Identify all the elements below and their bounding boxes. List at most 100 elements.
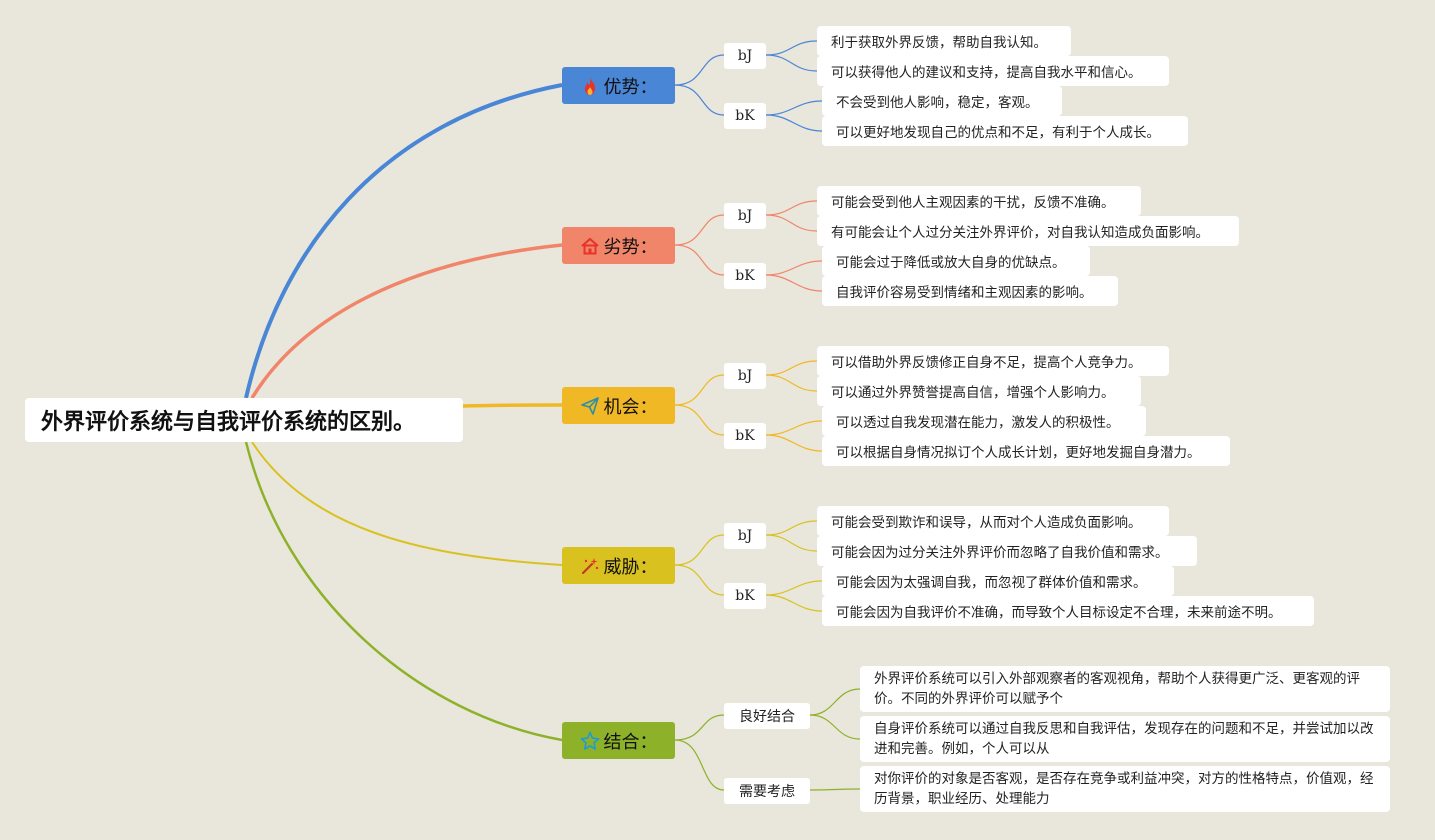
sub-topic-label: bK [735,428,755,444]
leaf-topic[interactable]: 自我评价容易受到情绪和主观因素的影响。 [822,276,1118,306]
root-topic[interactable]: 外界评价系统与自我评价系统的区别。 [25,398,463,442]
leaf-label: 可能会因为自我评价不准确，而导致个人目标设定不合理，未来前途不明。 [836,605,1282,621]
branch-threat[interactable]: 威胁： [562,547,675,584]
sub-topic-bJ[interactable]: bJ [724,43,766,69]
leaf-topic[interactable]: 可以通过外界赞誉提高自信，增强个人影响力。 [817,376,1141,406]
leaf-topic[interactable]: 可以透过自我发现潜在能力，激发人的积极性。 [822,406,1146,436]
leaf-connector [765,200,818,216]
branch-label: 劣势： [603,236,658,258]
leaf-label: 可以获得他人的建议和支持，提高自我水平和信心。 [831,65,1142,81]
sub-topic-bJ[interactable]: bJ [724,523,766,549]
leaf-label: 利于获取外界反馈，帮助自我认知。 [831,35,1047,51]
sub-topic-label: 需要考虑 [739,784,795,800]
leaf-connector [809,788,861,791]
leaf-connector [765,580,823,596]
leaf-connector [765,114,823,132]
leaf-connector [765,520,818,536]
sub-topic-needs-consideration[interactable]: 需要考虑 [724,778,810,804]
sub-topic-bK[interactable]: bK [724,583,766,609]
sub-topic-label: bK [735,588,755,604]
branch-label: 优势： [603,76,658,98]
leaf-connector [765,260,823,276]
root-connector [250,243,563,399]
leaf-connector [765,274,823,292]
leaf-topic[interactable]: 可能会受到欺诈和误导，从而对个人造成负面影响。 [817,506,1169,536]
branch-disadvantage[interactable]: 劣势： [562,227,675,264]
leaf-label: 外界评价系统可以引入外部观察者的客观视角，帮助个人获得更广泛、更客观的评价。不同… [874,671,1360,707]
leaf-label: 自我评价容易受到情绪和主观因素的影响。 [836,285,1093,301]
branch-connector [674,244,725,276]
branch-connector [674,564,725,596]
leaf-topic[interactable]: 可能会因为太强调自我，而忽视了群体价值和需求。 [822,566,1174,596]
sub-topic-label: bJ [737,208,753,224]
branch-connector [674,404,725,436]
leaf-label: 不会受到他人影响，稳定，客观。 [836,95,1039,111]
leaf-label: 可以更好地发现自己的优点和不足，有利于个人成长。 [836,125,1160,141]
sub-topic-bJ[interactable]: bJ [724,363,766,389]
branch-connector [674,534,725,566]
root-connector [462,403,563,408]
sub-topic-bK[interactable]: bK [724,103,766,129]
branch-label: 威胁： [603,556,658,578]
star-icon [580,731,600,751]
leaf-connector [765,374,818,392]
branch-connector [674,84,725,116]
root-connector [251,441,563,566]
leaf-label: 可以借助外界反馈修正自身不足，提高个人竞争力。 [831,355,1142,371]
branch-opportunity[interactable]: 机会： [562,387,675,424]
leaf-connector [765,420,823,436]
leaf-label: 可以根据自身情况拟订个人成长计划，更好地发掘自身潜力。 [836,445,1201,461]
leaf-topic[interactable]: 不会受到他人影响，稳定，客观。 [822,86,1062,116]
branch-connector [674,54,725,86]
leaf-label: 可能会因为过分关注外界评价而忽略了自我价值和需求。 [831,545,1169,561]
leaf-label: 对你评价的对象是否客观，是否存在竞争或利益冲突，对方的性格特点，价值观，经历背景… [874,771,1374,807]
leaf-label: 可能会因为太强调自我，而忽视了群体价值和需求。 [836,575,1147,591]
leaf-topic[interactable]: 可能会受到他人主观因素的干扰，反馈不准确。 [817,186,1141,216]
sub-topic-bK[interactable]: bK [724,423,766,449]
leaf-topic[interactable]: 可以根据自身情况拟订个人成长计划，更好地发掘自身潜力。 [822,436,1230,466]
leaf-label: 可以通过外界赞誉提高自信，增强个人影响力。 [831,385,1115,401]
root-topic-label: 外界评价系统与自我评价系统的区别。 [41,410,416,435]
sub-topic-label: bJ [737,368,753,384]
leaf-topic[interactable]: 有可能会让个人过分关注外界评价，对自我认知造成负面影响。 [817,216,1239,246]
leaf-label: 可以透过自我发现潜在能力，激发人的积极性。 [836,415,1120,431]
leaf-topic[interactable]: 外界评价系统可以引入外部观察者的客观视角，帮助个人获得更广泛、更客观的评价。不同… [860,666,1390,712]
house-icon [580,236,600,256]
root-connector [244,83,563,399]
leaf-connector [765,434,823,452]
leaf-topic[interactable]: 可以借助外界反馈修正自身不足，提高个人竞争力。 [817,346,1169,376]
leaf-label: 可能会受到他人主观因素的干扰，反馈不准确。 [831,195,1115,211]
branch-combine[interactable]: 结合： [562,722,675,759]
sub-topic-label: bK [735,108,755,124]
branch-advantage[interactable]: 优势： [562,67,675,104]
leaf-topic[interactable]: 自身评价系统可以通过自我反思和自我评估，发现存在的问题和不足，并尝试加以改进和完… [860,716,1390,762]
leaf-topic[interactable]: 对你评价的对象是否客观，是否存在竞争或利益冲突，对方的性格特点，价值观，经历背景… [860,766,1390,812]
sub-topic-good-combination[interactable]: 良好结合 [724,703,810,729]
leaf-label: 可能会过于降低或放大自身的优缺点。 [836,255,1066,271]
leaf-connector [765,54,818,72]
sub-topic-label: bK [735,268,755,284]
leaf-connector [765,214,818,232]
leaf-topic[interactable]: 可能会因为自我评价不准确，而导致个人目标设定不合理，未来前途不明。 [822,596,1314,626]
leaf-topic[interactable]: 可能会因为过分关注外界评价而忽略了自我价值和需求。 [817,536,1197,566]
leaf-connector [809,688,861,716]
sub-topic-label: bJ [737,48,753,64]
branch-connector [674,739,725,791]
leaf-connector [809,714,861,740]
leaf-topic[interactable]: 可以更好地发现自己的优点和不足，有利于个人成长。 [822,116,1188,146]
leaf-connector [765,534,818,552]
leaf-label: 自身评价系统可以通过自我反思和自我评估，发现存在的问题和不足，并尝试加以改进和完… [874,721,1374,757]
leaf-connector [765,360,818,376]
magic-wand-icon [580,556,600,576]
fire-icon [580,76,600,96]
root-connector [244,441,563,742]
leaf-topic[interactable]: 可能会过于降低或放大自身的优缺点。 [822,246,1090,276]
paper-plane-icon [580,396,600,416]
sub-topic-bK[interactable]: bK [724,263,766,289]
leaf-topic[interactable]: 利于获取外界反馈，帮助自我认知。 [817,26,1071,56]
leaf-topic[interactable]: 可以获得他人的建议和支持，提高自我水平和信心。 [817,56,1169,86]
leaf-connector [765,40,818,56]
sub-topic-bJ[interactable]: bJ [724,203,766,229]
